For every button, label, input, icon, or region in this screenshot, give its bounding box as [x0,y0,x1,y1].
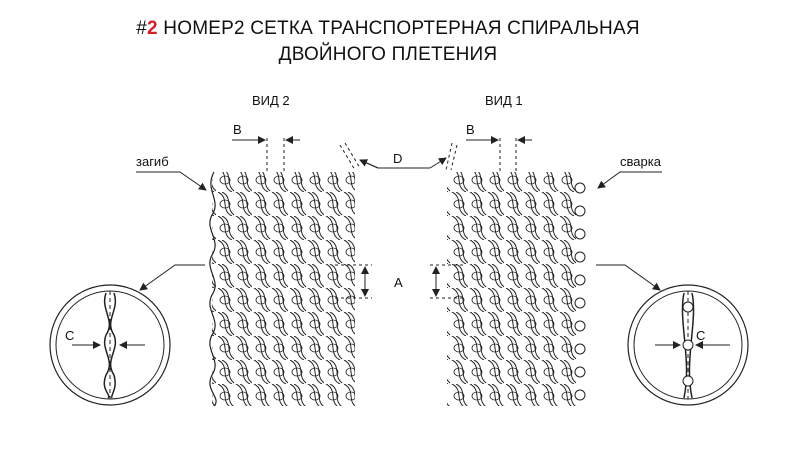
view-2-label: ВИД 2 [252,93,290,108]
view-1-label: ВИД 1 [485,93,523,108]
dimension-b-left-label: B [233,122,242,137]
mesh-view-1 [447,172,586,406]
detail-leader-right [596,264,661,291]
dimension-d-label: D [393,151,402,166]
weld-leader [597,171,662,189]
dimension-c-right-label: C [696,328,705,343]
dimension-c-left-label: C [65,328,74,343]
bend-leader [136,171,207,191]
dimension-b-right [466,136,532,172]
weld-label: сварка [620,154,662,169]
title-number: 2 [147,18,158,39]
detail-circle-bend [49,284,171,406]
title-line-2: ДВОЙНОГО ПЛЕТЕНИЯ [278,44,498,65]
dimension-b-left [232,136,300,172]
dimension-a-label: A [394,275,403,290]
dimension-b-right-label: B [466,122,475,137]
mesh-view-2 [209,171,355,407]
dimension-a [335,264,465,299]
bend-label: загиб [136,154,169,169]
title-line-1: #2 НОМЕР2 СЕТКА ТРАНСПОРТЕРНАЯ СПИРАЛЬНА… [136,18,640,39]
dimension-d [339,142,458,171]
detail-leader-left [139,264,205,291]
detail-circle-weld [627,284,749,406]
